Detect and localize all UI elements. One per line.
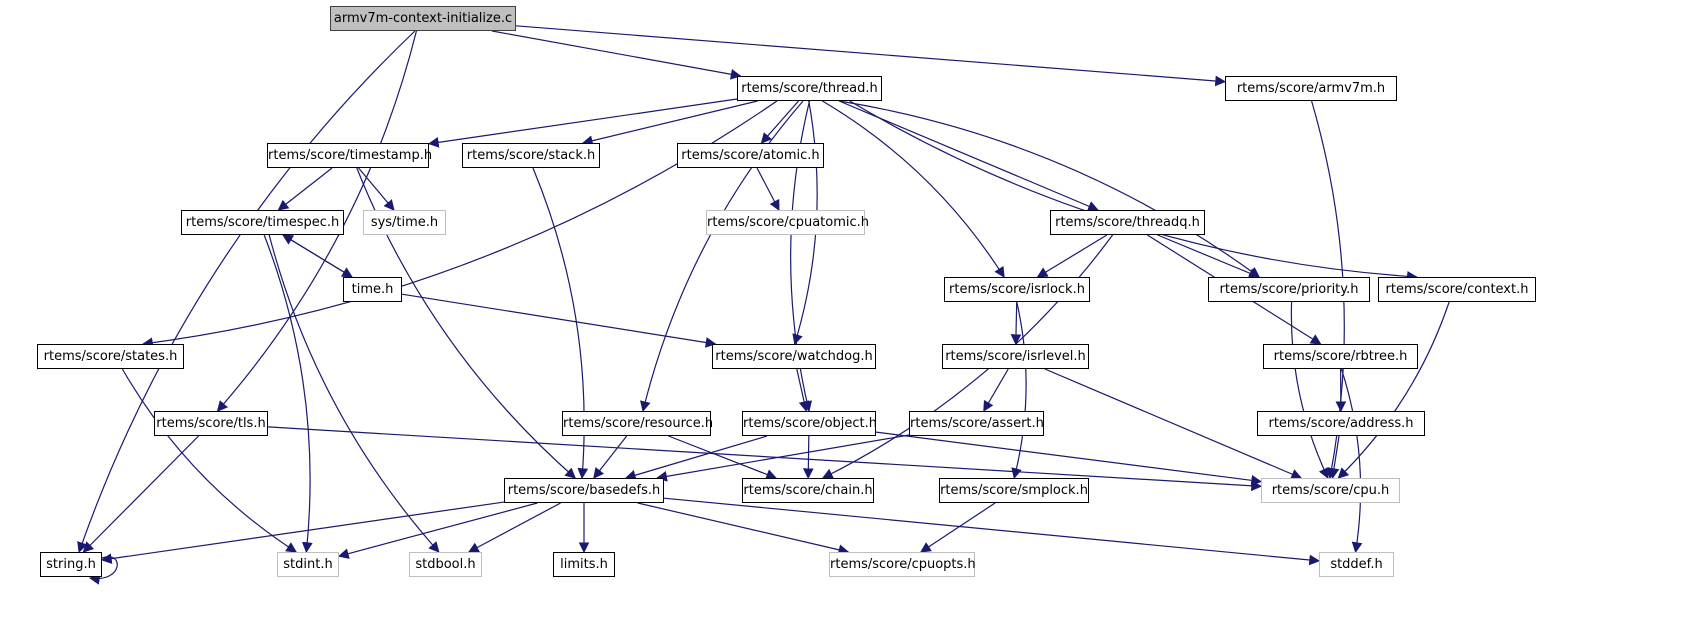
edge-rbtree-to-stddef <box>1340 368 1363 554</box>
node-cpuatomic: rtems/score/cpuatomic.h <box>706 210 869 235</box>
node-object[interactable]: rtems/score/object.h <box>742 411 877 436</box>
edge-timespec-to-stdint <box>263 234 313 554</box>
node-address[interactable]: rtems/score/address.h <box>1257 411 1425 436</box>
node-basedefs[interactable]: rtems/score/basedefs.h <box>504 478 664 503</box>
edge-timeh-to-watchdog <box>401 293 717 348</box>
edge-object-to-cpu <box>875 431 1263 486</box>
node-resource[interactable]: rtems/score/resource.h <box>562 411 713 436</box>
edge-stack-to-basedefs <box>532 167 589 480</box>
edge-tls-to-cpu <box>267 426 1263 492</box>
node-root: armv7m-context-initialize.c <box>330 6 516 31</box>
edge-priority-to-cpu <box>1290 301 1329 479</box>
edge-timestamp-to-systime <box>358 167 395 211</box>
edge-thread-to-priority <box>839 100 1261 278</box>
edge-object-to-basedefs <box>624 435 768 481</box>
edge-isrlock-to-isrlevel <box>1010 301 1022 346</box>
edge-isrlevel-to-cpu <box>1044 368 1303 480</box>
node-isrlock[interactable]: rtems/score/isrlock.h <box>944 277 1090 302</box>
node-tls[interactable]: rtems/score/tls.h <box>154 411 268 436</box>
node-context[interactable]: rtems/score/context.h <box>1378 277 1536 302</box>
edge-string-to-string <box>88 556 118 585</box>
node-timespec[interactable]: rtems/score/timespec.h <box>181 210 344 235</box>
edge-timestamp-to-timespec <box>277 167 333 211</box>
node-armv7m[interactable]: rtems/score/armv7m.h <box>1225 76 1397 101</box>
edge-thread-to-object <box>790 100 813 413</box>
node-stdbool: stdbool.h <box>409 552 482 577</box>
edge-resource-to-basedefs <box>593 435 628 479</box>
node-chain[interactable]: rtems/score/chain.h <box>742 478 874 503</box>
node-stdint: stdint.h <box>277 552 339 577</box>
node-watchdog[interactable]: rtems/score/watchdog.h <box>712 344 876 369</box>
edge-atomic-to-cpuatomic <box>756 167 780 211</box>
edge-basedefs-to-string <box>100 501 505 564</box>
node-thread[interactable]: rtems/score/thread.h <box>737 76 882 101</box>
edge-threadq-to-priority <box>1157 234 1260 279</box>
edge-states-to-stdint <box>121 368 298 553</box>
node-stack[interactable]: rtems/score/stack.h <box>462 143 600 168</box>
node-timestamp[interactable]: rtems/score/timestamp.h <box>267 143 432 168</box>
node-threadq[interactable]: rtems/score/threadq.h <box>1050 210 1205 235</box>
node-systime: sys/time.h <box>363 210 446 235</box>
edge-address-to-cpu <box>1328 435 1340 480</box>
node-cpuopts: rtems/score/cpuopts.h <box>829 552 976 577</box>
edge-thread-to-timestamp <box>427 98 738 148</box>
edge-isrlock-to-smplock <box>1011 301 1027 480</box>
node-cpu: rtems/score/cpu.h <box>1261 478 1400 503</box>
node-states[interactable]: rtems/score/states.h <box>37 344 184 369</box>
edge-context-to-cpu <box>1337 301 1450 479</box>
edge-basedefs-to-stdbool <box>467 502 561 553</box>
edge-watchdog-to-object <box>796 368 810 413</box>
node-priority[interactable]: rtems/score/priority.h <box>1208 277 1370 302</box>
node-rbtree[interactable]: rtems/score/rbtree.h <box>1263 344 1418 369</box>
node-string[interactable]: string.h <box>40 552 102 577</box>
edge-basedefs-to-stdint <box>337 502 538 559</box>
edge-root-to-thread <box>491 30 742 80</box>
edge-thread-to-threadq <box>838 100 1099 212</box>
node-atomic[interactable]: rtems/score/atomic.h <box>677 143 824 168</box>
edge-thread-to-resource <box>640 100 804 413</box>
edge-object-to-chain <box>802 435 814 480</box>
edge-threadq-to-isrlock <box>1036 234 1108 278</box>
edge-basedefs-to-stddef <box>663 497 1321 566</box>
edge-resource-to-chain <box>668 435 778 480</box>
node-stddef: stddef.h <box>1319 552 1394 577</box>
edge-threadq-to-chain <box>821 234 1114 479</box>
edge-isrlevel-to-assert <box>983 368 1009 412</box>
edge-timespec-to-stdbool <box>268 234 440 553</box>
edge-thread-to-isrlock <box>822 100 1005 278</box>
node-timeh[interactable]: time.h <box>343 277 402 302</box>
node-isrlevel[interactable]: rtems/score/isrlevel.h <box>942 344 1089 369</box>
edge-basedefs-to-cpuopts <box>637 502 850 556</box>
edge-timeh-to-timespec <box>282 234 353 278</box>
edge-thread-to-atomic <box>760 100 799 144</box>
edge-thread-to-stack <box>581 100 758 146</box>
node-limits[interactable]: limits.h <box>553 552 615 577</box>
edge-tls-to-string <box>82 435 200 553</box>
edge-root-to-string <box>77 30 416 554</box>
node-assert[interactable]: rtems/score/assert.h <box>909 411 1044 436</box>
node-smplock[interactable]: rtems/score/smplock.h <box>939 478 1089 503</box>
edge-smplock-to-cpuopts <box>920 502 996 553</box>
edge-root-to-armv7m <box>515 25 1227 87</box>
edge-assert-to-basedefs <box>656 434 910 482</box>
